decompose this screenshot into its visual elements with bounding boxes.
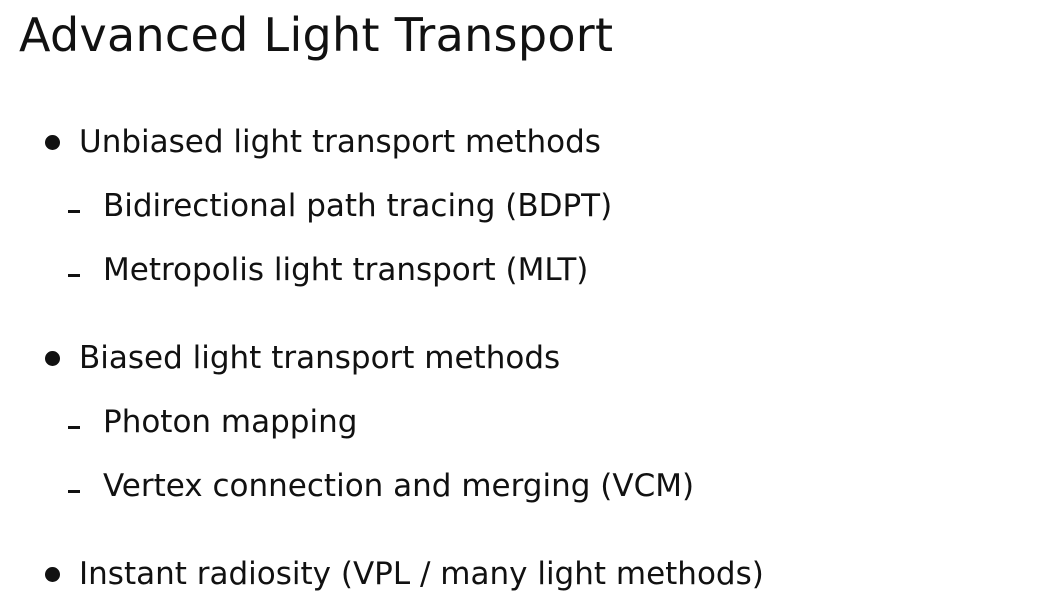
bullet-dot xyxy=(45,135,60,150)
sub-item-mlt: Metropolis light transport (MLT) xyxy=(103,252,589,288)
bullet-item-unbiased-methods: Unbiased light transport methods xyxy=(79,124,601,160)
dash-marker xyxy=(68,426,80,429)
bullet-item-instant-radiosity: Instant radiosity (VPL / many light meth… xyxy=(79,556,764,592)
dash-marker xyxy=(68,210,80,213)
sub-item-bdpt: Bidirectional path tracing (BDPT) xyxy=(103,188,613,224)
bullet-item-biased-methods: Biased light transport methods xyxy=(79,340,561,376)
dash-marker xyxy=(68,274,80,277)
bullet-dot xyxy=(45,567,60,582)
dash-marker xyxy=(68,490,80,493)
bullet-dot xyxy=(45,351,60,366)
slide-title: Advanced Light Transport xyxy=(19,8,614,62)
sub-item-photon-mapping: Photon mapping xyxy=(103,404,358,440)
sub-item-vcm: Vertex connection and merging (VCM) xyxy=(103,468,695,504)
